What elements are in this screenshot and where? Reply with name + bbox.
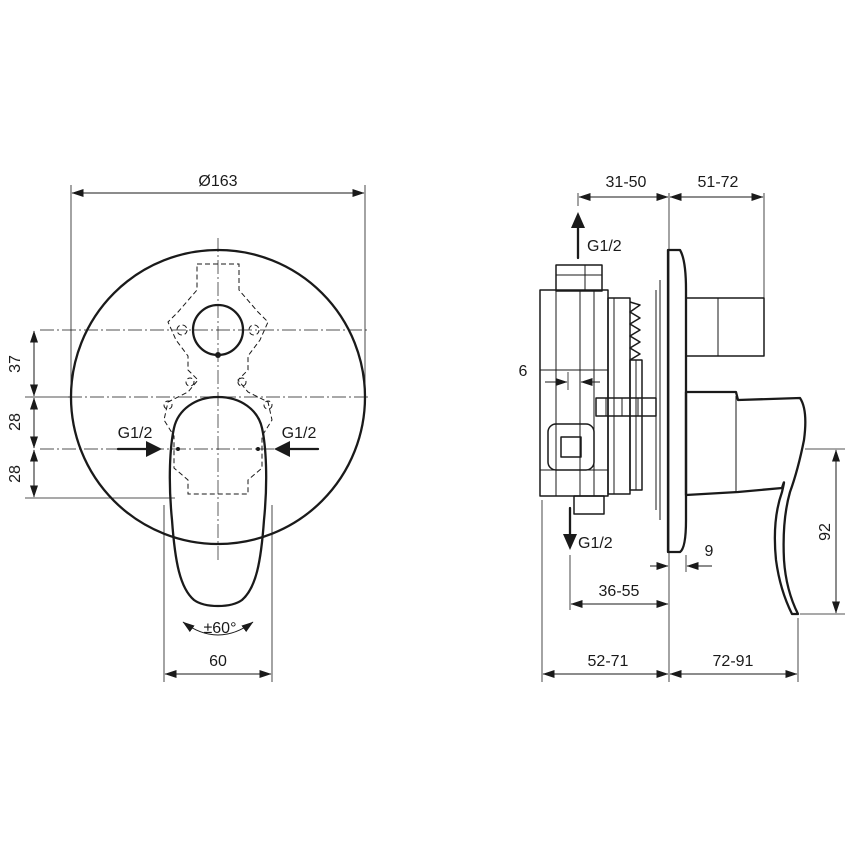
bottom-cap	[573, 495, 605, 515]
label-37: 37	[7, 355, 24, 373]
label-31-50: 31-50	[606, 174, 647, 191]
tappet	[595, 397, 657, 417]
hidden-boss-mid-right	[237, 377, 247, 387]
label-28-upper: 28	[7, 413, 24, 431]
label-outlet-top: G1/2	[587, 238, 622, 255]
label-72-91: 72-91	[713, 653, 754, 670]
front-view: Ø163 37 28 28 G1/2 G1/2 ±60° 60	[7, 173, 368, 682]
spindle-housing	[607, 297, 631, 495]
top-cap	[555, 264, 603, 292]
label-51-72: 51-72	[698, 174, 739, 191]
lever-side-profile	[684, 390, 807, 616]
label-9: 9	[705, 543, 714, 560]
side-view: 31-50 51-72 G1/2	[519, 174, 845, 682]
label-28-lower: 28	[7, 465, 24, 483]
outlet-arrowhead-bottom	[563, 534, 577, 550]
label-inlet-left: G1/2	[118, 425, 153, 442]
inlet-square-inner	[560, 436, 582, 458]
mixer-body	[539, 264, 657, 515]
label-52-71: 52-71	[588, 653, 629, 670]
inlet-square-outer	[547, 423, 595, 471]
handle-dot-right	[256, 447, 260, 451]
label-diameter: Ø163	[198, 173, 237, 190]
diverter-knob-side	[685, 297, 765, 357]
hidden-boss-left	[176, 324, 188, 336]
spindle-thread	[629, 301, 641, 361]
inlet-arrowhead-left	[146, 441, 162, 457]
label-handle-width: 60	[209, 653, 227, 670]
rotation-arc	[182, 621, 254, 636]
label-36-55: 36-55	[599, 583, 640, 600]
label-inlet-right: G1/2	[282, 425, 317, 442]
body-main	[539, 289, 609, 497]
hidden-boss-right	[248, 324, 260, 336]
hidden-boss-low-right	[263, 400, 273, 410]
hidden-boss-mid-left	[185, 377, 195, 387]
label-outlet-bottom: G1/2	[578, 535, 613, 552]
cover-plate-profile	[666, 248, 688, 554]
handle-dot-left	[176, 447, 180, 451]
hidden-boss-low-left	[163, 400, 173, 410]
hidden-mixer-body	[163, 263, 273, 495]
label-92: 92	[817, 523, 834, 541]
label-rotation: ±60°	[204, 620, 237, 637]
lever-handle	[168, 395, 268, 608]
inlet-arrowhead-right	[274, 441, 290, 457]
diverter-indicator-dot	[215, 352, 221, 358]
label-6: 6	[519, 363, 528, 380]
outlet-arrowhead-top	[571, 212, 585, 228]
